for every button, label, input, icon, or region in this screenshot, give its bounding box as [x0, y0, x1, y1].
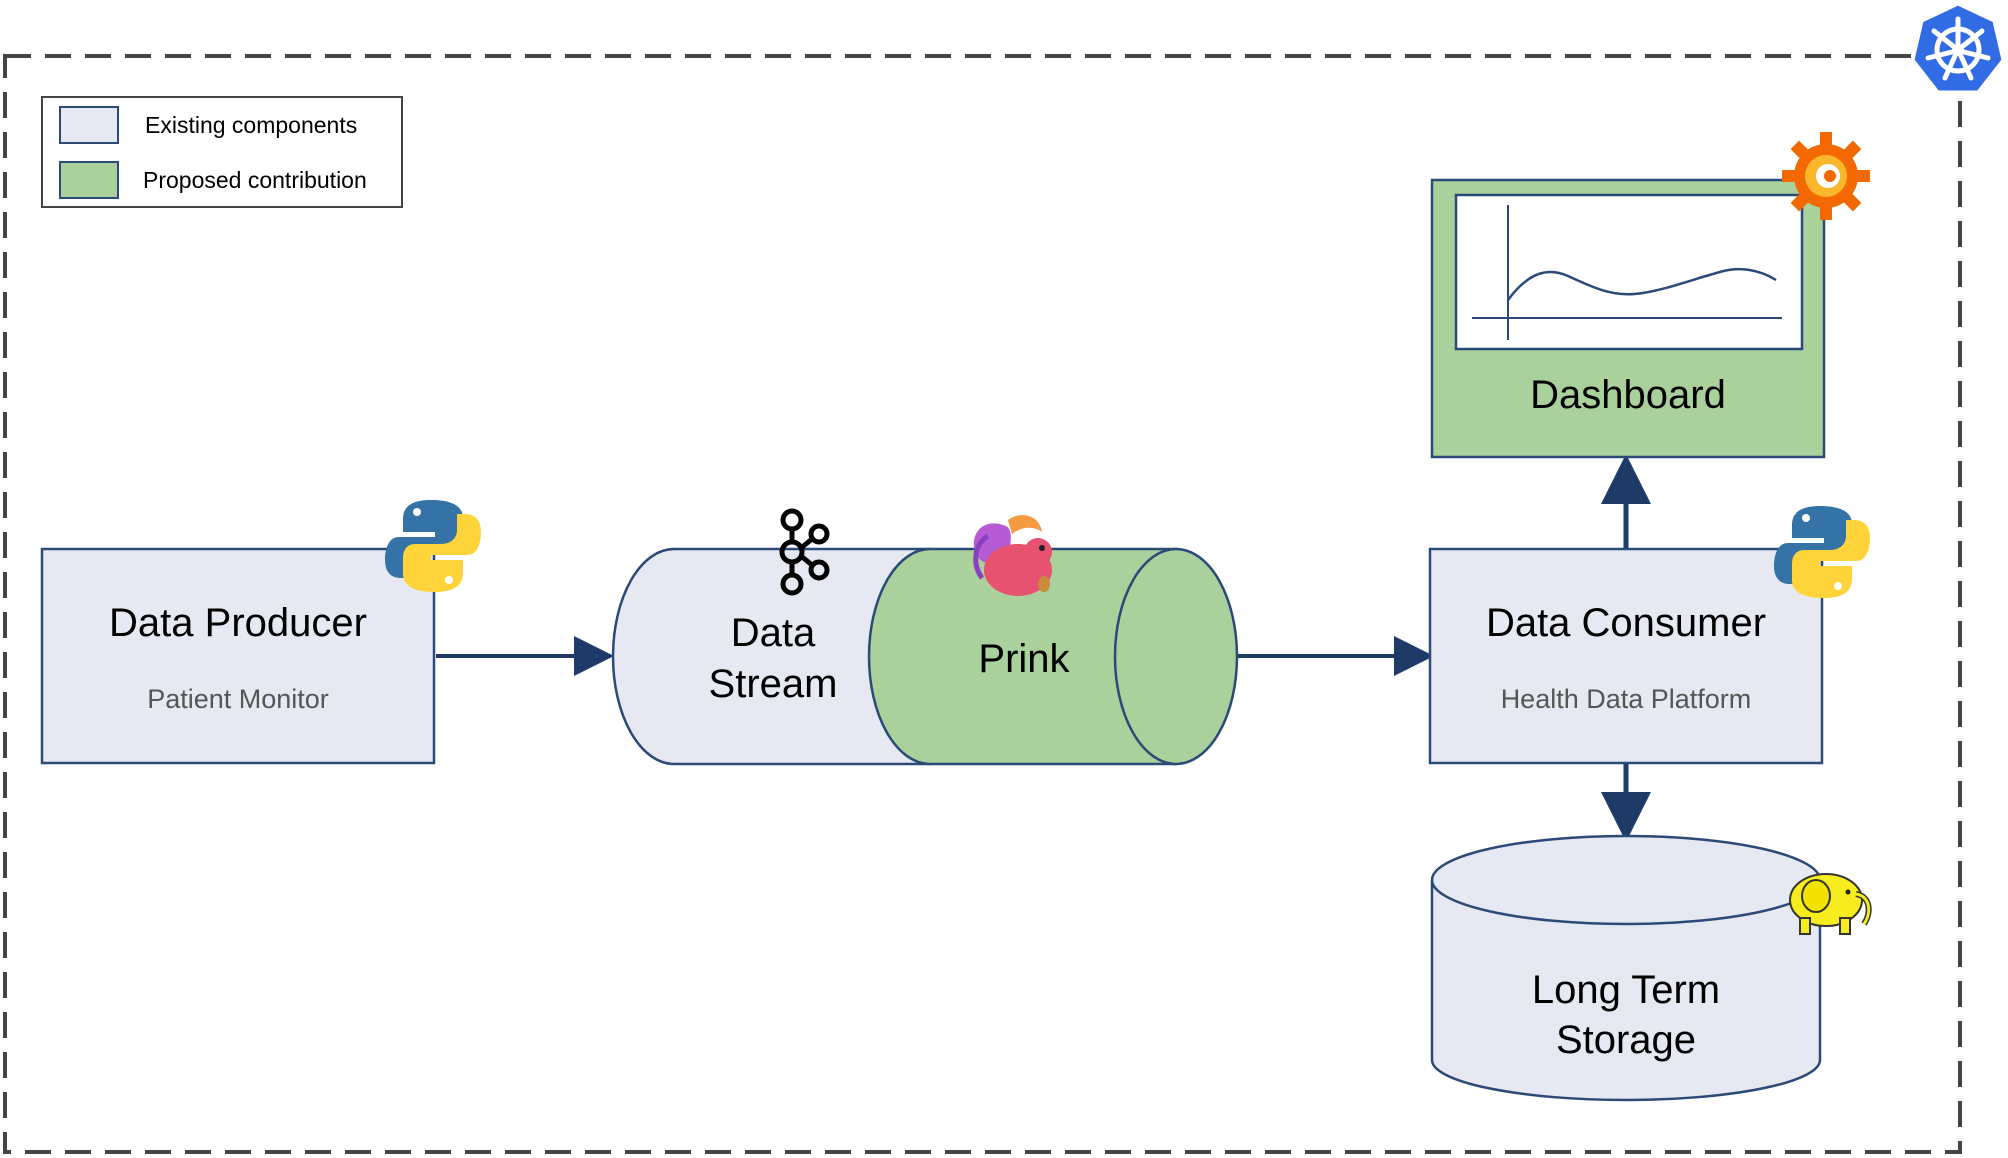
data-producer-box [40, 547, 436, 765]
data-producer-title: Data Producer [109, 601, 367, 645]
data-consumer-subtitle: Health Data Platform [1501, 684, 1752, 714]
storage-title-line1: Long Term [1532, 968, 1720, 1012]
pipe-end-cap [1113, 547, 1239, 766]
legend-swatch-existing [59, 106, 119, 144]
legend-label-existing: Existing components [145, 112, 357, 138]
hadoop-elephant-icon [1789, 873, 1872, 935]
legend-swatch-proposed [59, 161, 119, 199]
data-producer-subtitle: Patient Monitor [147, 684, 329, 714]
data-consumer-title: Data Consumer [1486, 601, 1766, 645]
flink-squirrel-icon [973, 515, 1052, 596]
cluster-boundary [3, 54, 1962, 1154]
dashboard-screen [1454, 193, 1804, 351]
legend-label-proposed: Proposed contribution [143, 167, 367, 193]
prink-title: Prink [978, 637, 1070, 681]
storage-title-line2: Storage [1556, 1018, 1696, 1062]
python-icon [1774, 506, 1870, 598]
data-stream-pipe: Data Stream Prink [611, 547, 1239, 766]
prink-segment [867, 547, 1178, 766]
long-term-storage-node: Long Term Storage [1430, 834, 1822, 1102]
dashboard-title: Dashboard [1530, 373, 1726, 417]
data-consumer-box [1428, 547, 1824, 765]
data-stream-title-line1: Data [731, 611, 816, 655]
legend: Existing components Proposed contributio… [41, 96, 403, 208]
python-icon [385, 500, 481, 592]
grafana-icon [1782, 132, 1870, 220]
data-stream-segment [611, 547, 932, 766]
storage-top [1430, 834, 1822, 926]
storage-body [1430, 880, 1822, 1102]
data-producer-node: Data Producer Patient Monitor [40, 547, 436, 765]
kafka-icon [779, 508, 830, 596]
dashboard-trend-line [1506, 268, 1777, 301]
data-stream-title-line2: Stream [709, 662, 838, 706]
kubernetes-icon [1911, 2, 2005, 94]
dashboard-node: Dashboard [1430, 178, 1826, 459]
data-consumer-node: Data Consumer Health Data Platform [1428, 547, 1824, 765]
